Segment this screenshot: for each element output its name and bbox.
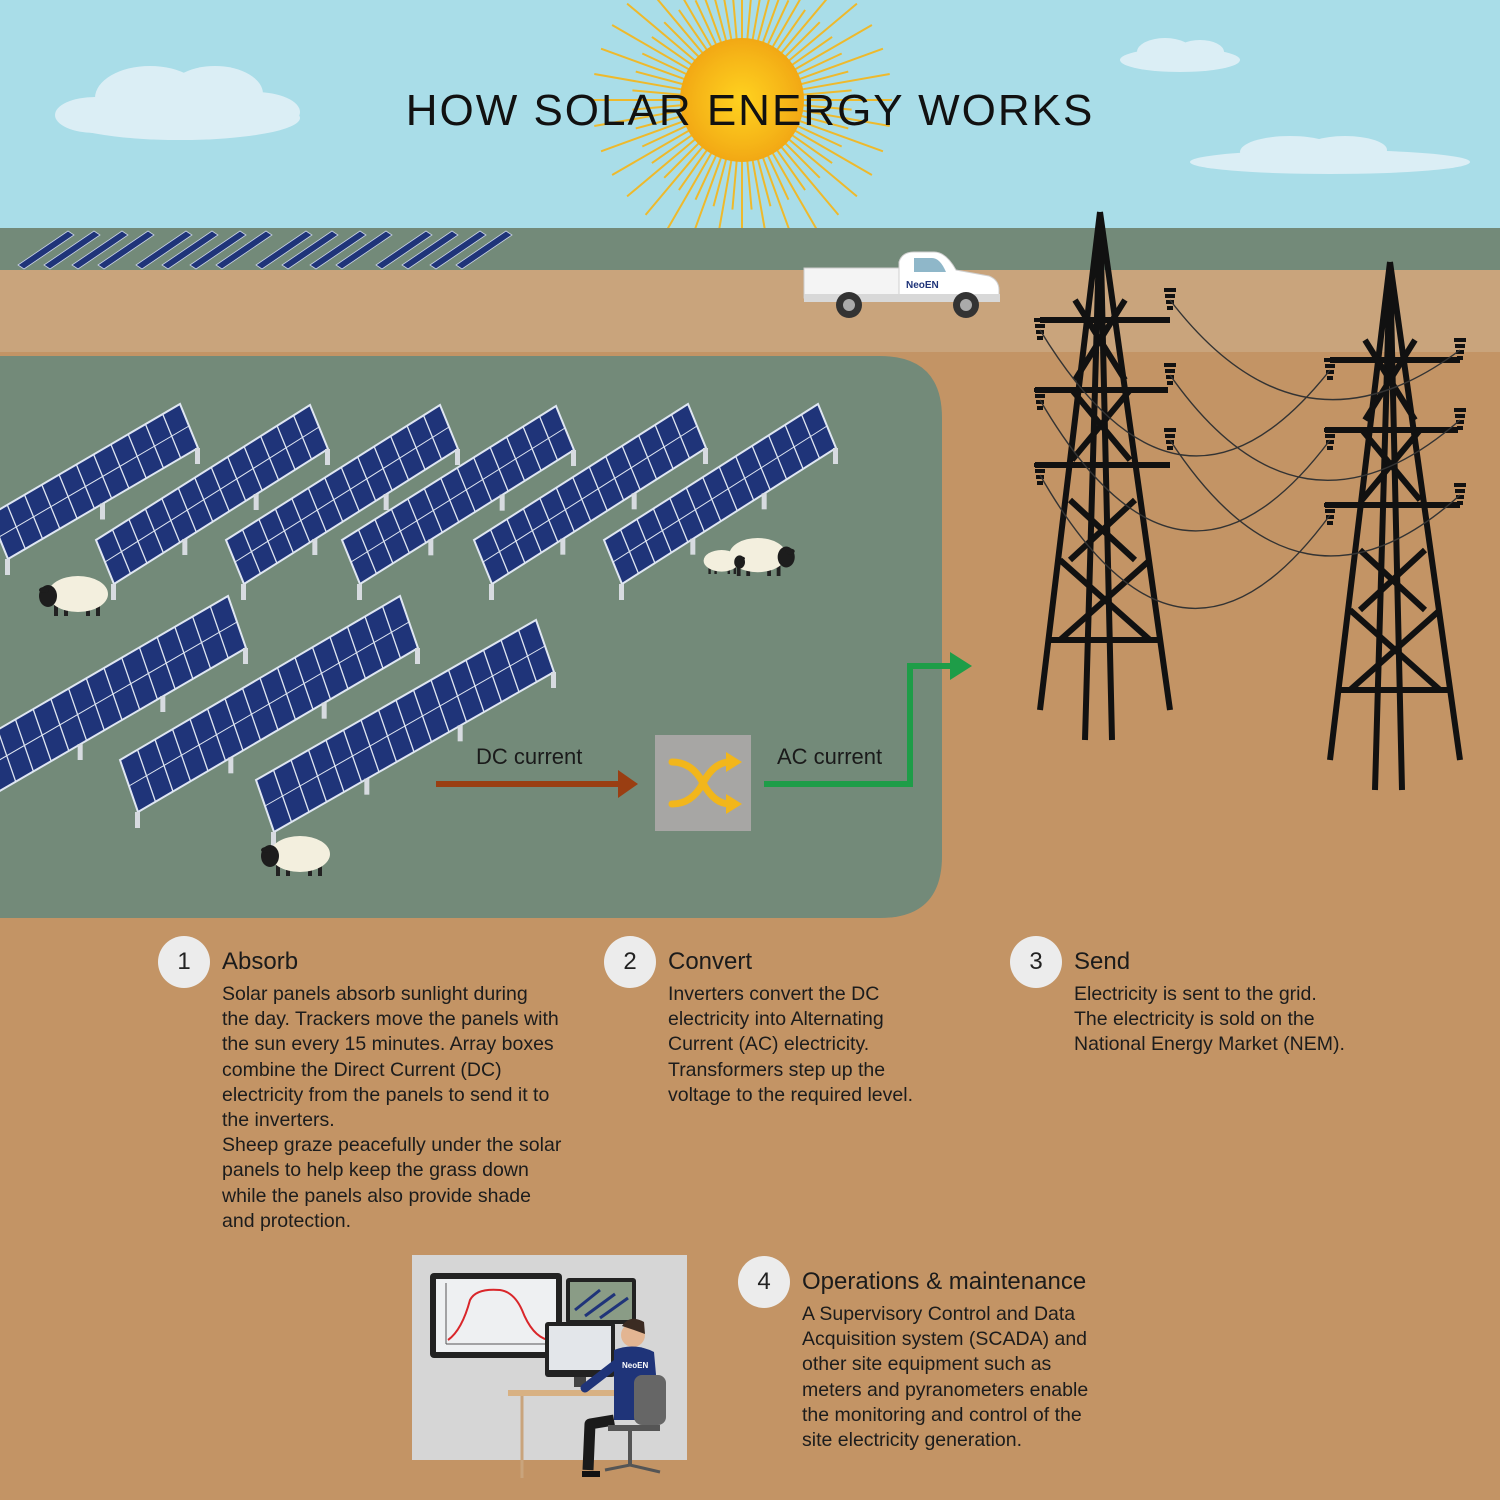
panel-rows — [0, 402, 838, 848]
sheep-icon — [703, 550, 745, 574]
pylon-right-icon — [1325, 261, 1463, 791]
step-heading: Send — [1074, 948, 1131, 975]
sun-icon — [592, 0, 892, 250]
cloud-left-icon — [55, 66, 300, 140]
insulator-icons — [1034, 288, 1466, 525]
control-room-illustration: NeoEN — [412, 1255, 687, 1478]
step-number-badge: 1 — [158, 936, 210, 988]
step-number-badge: 3 — [1010, 936, 1062, 988]
step-description: A Supervisory Control and Data Acquisiti… — [802, 1303, 1089, 1452]
dirt-road — [0, 270, 1500, 356]
step-number-badge: 4 — [738, 1256, 790, 1308]
cloud-right-top-icon — [1120, 38, 1240, 72]
step-heading: Absorb — [222, 948, 299, 975]
power-lines — [1039, 299, 1461, 610]
sheep-icon — [261, 836, 330, 876]
generation-curve — [447, 1288, 549, 1341]
ac-current-label: AC current — [777, 744, 883, 769]
step-description: Electricity is sent to the grid. The ele… — [1074, 983, 1345, 1056]
truck-brand: NeoEN — [906, 280, 939, 291]
far-panel-rows — [17, 230, 513, 270]
page-title: HOW SOLAR ENERGY WORKS — [405, 86, 1095, 135]
step-description: Solar panels absorb sunlight during the … — [222, 983, 562, 1232]
step-absorb: 1 Absorb Solar panels absorb sunlight du… — [158, 936, 608, 1236]
pylon-left-icon — [1035, 211, 1173, 741]
truck-icon: NeoEN — [803, 251, 1000, 318]
step-number-badge: 2 — [604, 936, 656, 988]
step-heading: Operations & maintenance — [802, 1268, 1087, 1295]
inverter-box — [655, 735, 751, 831]
sheep-icon — [39, 576, 108, 616]
step-heading: Convert — [668, 948, 753, 975]
step-send: 3 Send Electricity is sent to the grid. … — [1010, 936, 1390, 1086]
ac-arrow — [764, 652, 972, 787]
dc-current-label: DC current — [476, 744, 583, 769]
operator-shirt-brand: NeoEN — [622, 1361, 648, 1370]
sheep-group — [39, 538, 795, 876]
step-operations-maintenance: 4 Operations & maintenance A Supervisory… — [738, 1256, 1138, 1476]
step-convert: 2 Convert Inverters convert the DC elect… — [604, 936, 964, 1136]
step-description: Inverters convert the DC electricity int… — [668, 983, 913, 1106]
shuffle-arrows-icon — [668, 758, 734, 808]
cloud-right-icon — [1190, 136, 1470, 174]
dc-arrow — [436, 770, 638, 798]
